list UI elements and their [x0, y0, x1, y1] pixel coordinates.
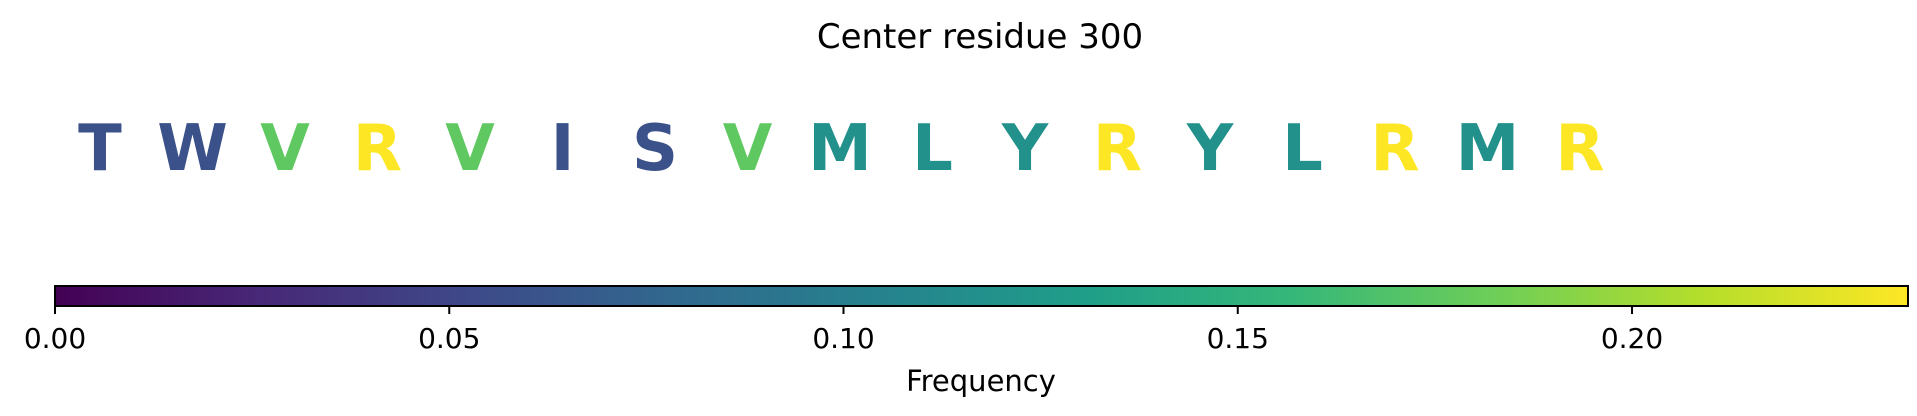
residue-letter: V — [260, 112, 310, 186]
residue-letter: R — [1370, 112, 1419, 186]
colorbar-tick-label: 0.05 — [418, 322, 480, 355]
colorbar-gradient — [55, 286, 1908, 306]
colorbar-tick-label: 0.00 — [24, 322, 86, 355]
residue-letter: L — [1282, 112, 1323, 186]
residue-letter: I — [551, 112, 575, 186]
residue-letter: M — [808, 112, 872, 186]
colorbar-tick-label: 0.10 — [812, 322, 874, 355]
colorbar-tick-label: 0.20 — [1601, 322, 1663, 355]
colorbar-ticks: 0.00 0.05 0.10 0.15 0.20 — [24, 306, 1663, 355]
residue-letter: T — [78, 112, 122, 186]
residue-letter: M — [1456, 112, 1520, 186]
residue-letter: R — [1555, 112, 1604, 186]
residue-letter: R — [1093, 112, 1142, 186]
colorbar-label: Frequency — [906, 364, 1056, 398]
residue-letter: Y — [1001, 112, 1049, 186]
residue-letter: W — [157, 112, 228, 186]
residue-letter: L — [912, 112, 953, 186]
residue-letter: R — [353, 112, 402, 186]
residue-letter: V — [723, 112, 773, 186]
colorbar: 0.00 0.05 0.10 0.15 0.20 Frequency — [24, 285, 1909, 398]
residue-letter: Y — [1186, 112, 1234, 186]
residue-letter: S — [632, 112, 678, 186]
residue-letter: V — [445, 112, 495, 186]
colorbar-frame — [54, 285, 1909, 307]
chart-title: Center residue 300 — [817, 17, 1143, 57]
colorbar-tick-label: 0.15 — [1207, 322, 1269, 355]
